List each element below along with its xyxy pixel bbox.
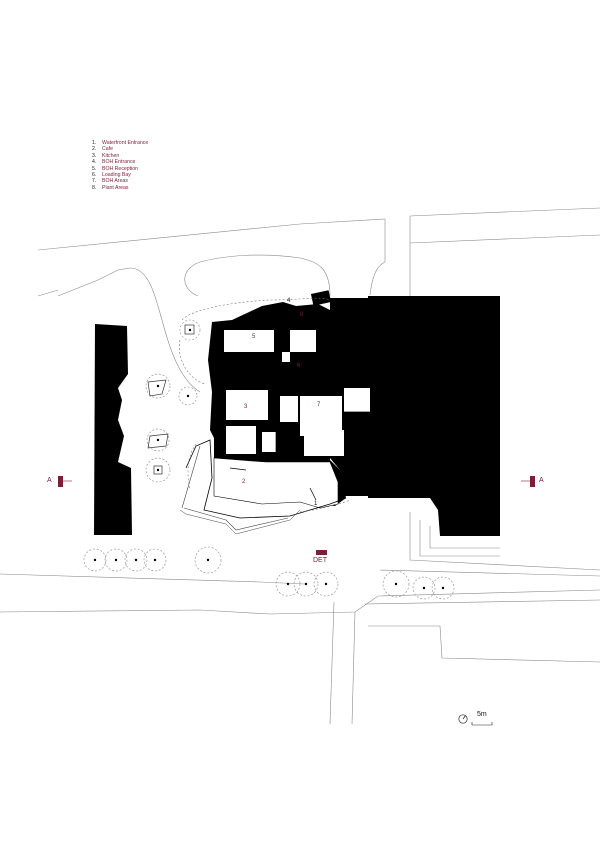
legend-item: 4. BOH Entrance — [92, 159, 148, 165]
legend-item: 7. BOH Areas — [92, 178, 148, 184]
legend-item: 3. Kitchen — [92, 153, 148, 159]
section-label-left: A — [47, 477, 52, 484]
legend-item-number: 8. — [92, 184, 97, 191]
tree — [382, 570, 410, 598]
room-label-8: 8 — [300, 312, 304, 318]
tree — [104, 548, 128, 572]
canopy-dashed-outline — [179, 297, 351, 513]
room-label-5: 5 — [252, 334, 256, 340]
legend-item-number: 3. — [92, 152, 97, 159]
tree — [293, 571, 319, 597]
north-arrow-icon — [458, 714, 468, 724]
tree — [194, 546, 222, 574]
legend-item-label: Loading Bay — [102, 172, 131, 179]
legend-item-number: 2. — [92, 146, 97, 153]
legend-item-label: Cafe — [102, 146, 113, 153]
tree — [145, 457, 171, 483]
section-marker-icon — [58, 476, 535, 555]
tree — [431, 576, 455, 600]
legend-item-label: Waterfront Entrance — [102, 140, 149, 146]
tree — [178, 386, 198, 406]
tree — [412, 576, 436, 600]
legend-item-label: BOH Areas — [102, 178, 128, 185]
scale-bar-label: 5m — [477, 711, 487, 718]
tree — [145, 373, 171, 399]
tree — [146, 428, 170, 452]
legend-item-number: 1. — [92, 140, 97, 146]
legend-item: 8. Plant Areas — [92, 185, 148, 191]
room-label-1: 1 — [314, 501, 318, 507]
legend-item-number: 7. — [92, 178, 97, 185]
tree — [143, 548, 167, 572]
room-label-3: 3 — [244, 404, 248, 410]
tree — [83, 548, 107, 572]
building-plan — [179, 290, 370, 535]
room-label-6: 6 — [297, 363, 301, 369]
room-label-7: 7 — [317, 402, 321, 408]
tree — [275, 571, 301, 597]
legend: 1. Waterfront Entrance 2. Cafe 3. Kitchen 4. BO… — [92, 140, 148, 191]
legend-item: 2. Cafe — [92, 146, 148, 152]
tree-trunks — [93, 328, 445, 590]
scale-bar — [471, 722, 493, 726]
legend-item-label: Plant Areas — [102, 184, 129, 191]
trees — [83, 319, 455, 600]
legend-item: 1. Waterfront Entrance — [92, 140, 148, 146]
legend-item: 5. BOH Reception — [92, 166, 148, 172]
section-label-detail: DET — [313, 557, 327, 564]
tree — [179, 319, 201, 341]
context-lines — [0, 207, 600, 725]
legend-item-number: 6. — [92, 172, 97, 179]
legend-item-number: 5. — [92, 165, 97, 172]
section-label-right: A — [539, 477, 544, 484]
room-label-4: 4 — [287, 298, 291, 304]
legend-item: 6. Loading Bay — [92, 172, 148, 178]
tree — [124, 548, 148, 572]
legend-item-label: BOH Reception — [102, 165, 139, 172]
room-label-2: 2 — [242, 479, 246, 485]
tree — [313, 571, 339, 597]
legend-item-label: BOH Entrance — [102, 159, 136, 166]
legend-item-label: Kitchen — [102, 152, 120, 159]
legend-item-number: 4. — [92, 159, 97, 166]
